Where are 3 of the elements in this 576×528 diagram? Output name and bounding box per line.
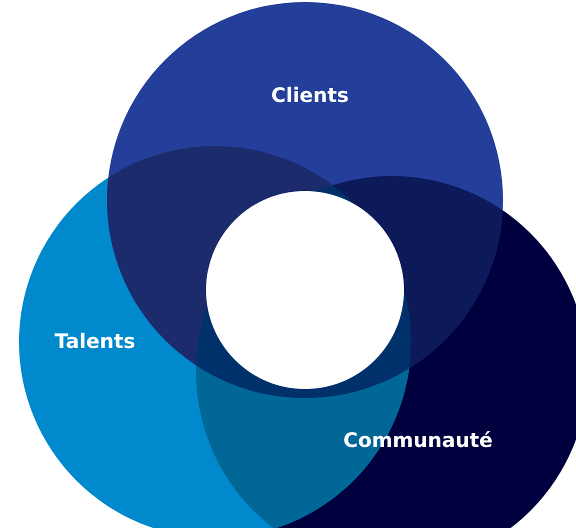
circle-label: Communauté <box>343 428 493 452</box>
circle-label: Clients <box>271 83 349 107</box>
circle-label: Talents <box>54 329 136 353</box>
